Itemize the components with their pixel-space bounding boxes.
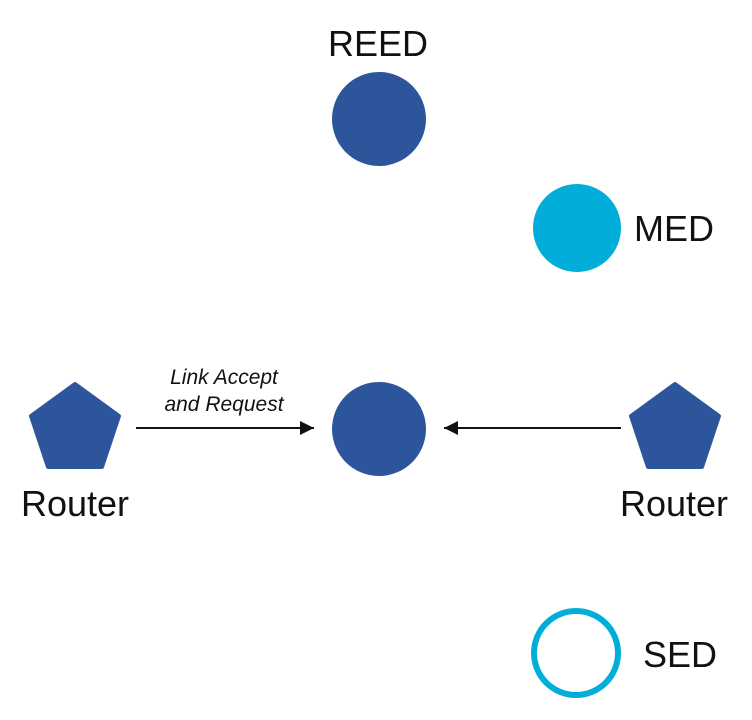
med-label: MED	[634, 208, 714, 249]
router-left-pentagon-icon	[29, 382, 121, 469]
sed-label: SED	[643, 634, 717, 675]
reed-node-icon	[332, 72, 426, 166]
med-node-icon	[533, 184, 621, 272]
router-right-label: Router	[620, 483, 728, 524]
center-node-icon	[332, 382, 426, 476]
sed-node-icon	[531, 608, 621, 698]
edge-label-line2: and Request	[164, 393, 284, 416]
reed-label: REED	[328, 23, 428, 64]
router-left-label: Router	[21, 483, 129, 524]
edge-label-line1: Link Accept	[170, 366, 279, 389]
router-right-pentagon-icon	[629, 382, 721, 469]
